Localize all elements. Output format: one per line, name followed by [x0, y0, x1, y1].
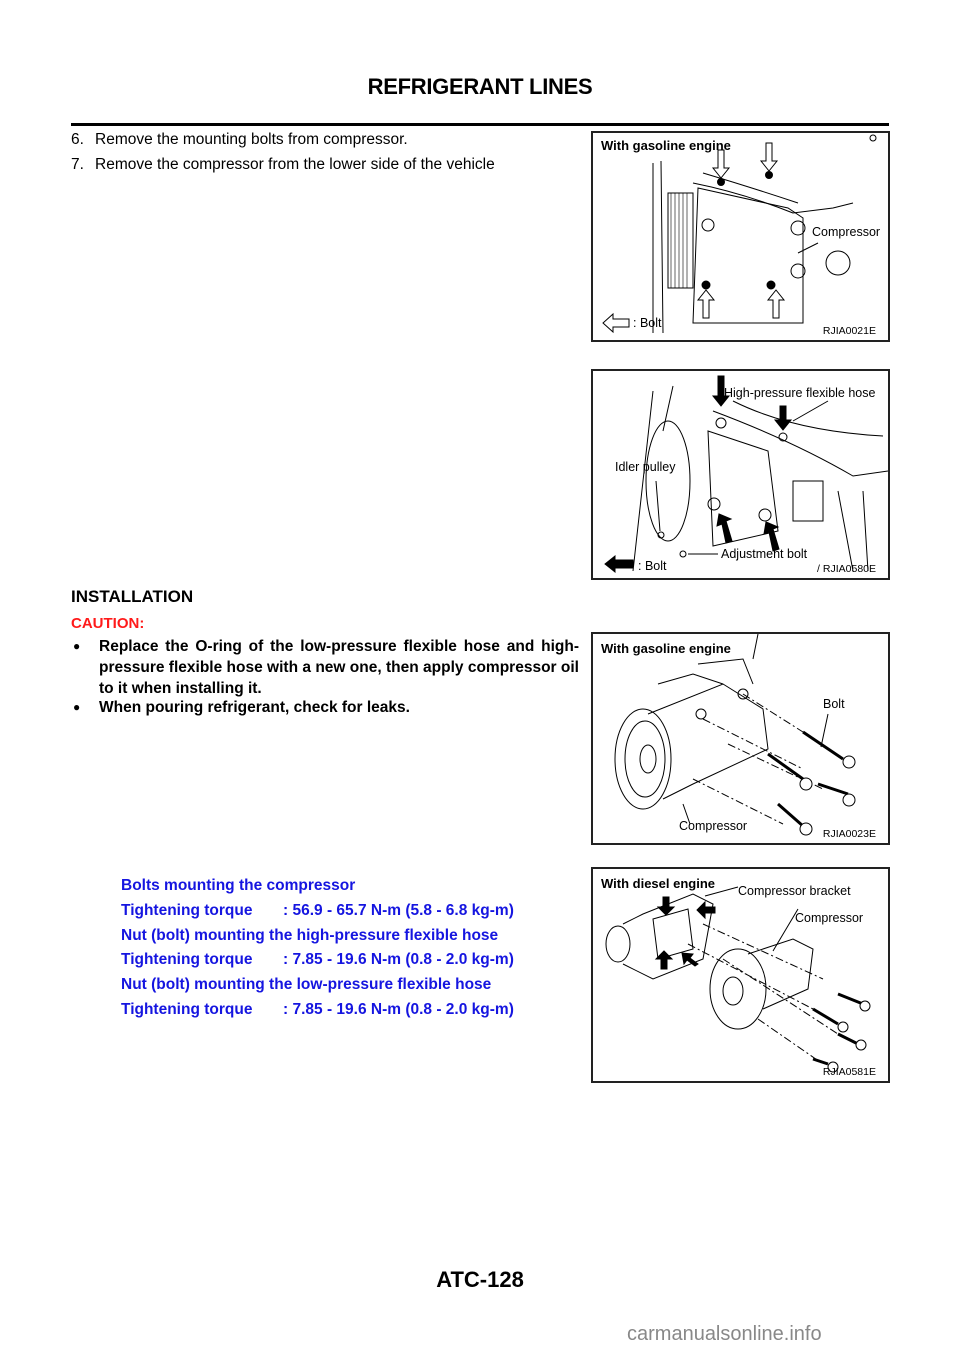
page-number: ATC-128	[436, 1267, 524, 1292]
label-compressor-bracket: Compressor bracket	[738, 884, 851, 898]
bullet-icon: ●	[73, 700, 81, 714]
torque-spec-value-3: Tightening torque: 7.85 - 19.6 N-m (0.8 …	[121, 1001, 514, 1018]
torque-spec-heading-3: Nut (bolt) mounting the low-pressure fle…	[121, 976, 492, 993]
step-7: 7.Remove the compressor from the lower s…	[71, 156, 495, 173]
label-high-pressure-hose: High-pressure flexible hose	[724, 386, 876, 400]
bullet-icon: ●	[73, 639, 81, 653]
label-compressor: Compressor	[679, 819, 748, 833]
compressor-exploded-illustration	[614, 634, 856, 836]
header-rule	[71, 123, 889, 126]
torque-spec-heading-1: Bolts mounting the compressor	[121, 877, 356, 894]
caution-bullet-1: ● Replace the O-ring of the low-pressure…	[73, 638, 579, 697]
label-idler-pulley: Idler pulley	[615, 460, 676, 474]
figure-caption: With diesel engine	[601, 876, 716, 891]
torque-spec-value-1: Tightening torque: 56.9 - 65.7 N-m (5.8 …	[121, 902, 514, 919]
label-compressor: Compressor	[795, 911, 864, 925]
figure-code: RJIA0581E	[822, 1066, 876, 1078]
diesel-compressor-illustration	[605, 886, 871, 1073]
caution-label: CAUTION:	[71, 615, 145, 632]
watermark-link[interactable]: carmanualsonline.info	[627, 1323, 822, 1345]
compressor-bolts-illustration	[602, 134, 877, 334]
figure-compressor-diesel: With diesel engine Compressor bracket Co…	[591, 867, 890, 1083]
caution-bullet-2: ● When pouring refrigerant, check for le…	[73, 699, 410, 716]
figure-caption: With gasoline engine	[601, 641, 731, 656]
label-adjustment-bolt: Adjustment bolt	[721, 547, 808, 561]
label-bolt: Bolt	[823, 697, 845, 711]
figure-compressor-bolts-exploded: With gasoline engine Bolt Compressor RJI…	[591, 632, 890, 845]
figure-code: / RJIA0580E	[817, 563, 876, 575]
torque-spec-value-2: Tightening torque: 7.85 - 19.6 N-m (0.8 …	[121, 951, 514, 968]
figure-code: RJIA0023E	[822, 828, 876, 840]
figure-compressor-bolts-gasoline: With gasoline engine Compressor : Bolt R…	[591, 131, 890, 342]
label-compressor: Compressor	[812, 225, 881, 239]
figure-caption: With gasoline engine	[601, 138, 731, 153]
torque-spec-heading-2: Nut (bolt) mounting the high-pressure fl…	[121, 927, 499, 944]
idler-pulley-illustration	[604, 375, 888, 574]
label-bolt-legend: : Bolt	[633, 316, 662, 330]
label-bolt-legend: : Bolt	[638, 559, 667, 573]
section-heading-installation: INSTALLATION	[71, 587, 194, 606]
page-title: REFRIGERANT LINES	[367, 74, 593, 99]
step-6: 6.Remove the mounting bolts from compres…	[71, 131, 408, 148]
figure-code: RJIA0021E	[822, 325, 876, 337]
figure-compressor-bolts-adjustment: High-pressure flexible hose Idler pulley…	[591, 369, 890, 580]
